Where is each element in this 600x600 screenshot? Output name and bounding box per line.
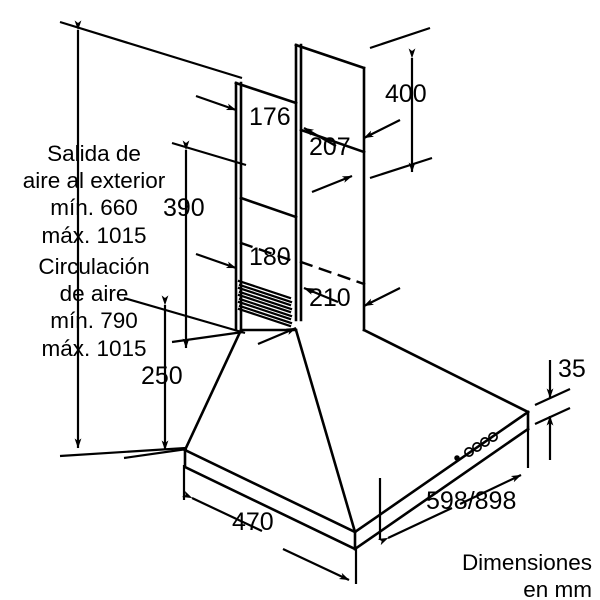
dimension-label-chimney-lower-height: 390 <box>163 194 205 222</box>
note-salida-aire-exterior: Salida de aire al exterior mín. 660 máx.… <box>6 140 182 249</box>
dimension-lines <box>59 20 571 584</box>
note-circulacion-de-aire: Circulación de aire mín. 790 máx. 1015 <box>6 253 182 362</box>
dimension-label-chimney-upper-height: 400 <box>385 80 427 108</box>
note-line: aire al exterior <box>22 168 166 194</box>
dimension-label-canopy-depth: 470 <box>232 508 274 536</box>
note-line: mín. 660 <box>50 195 138 221</box>
dimension-label-canopy-width: 598/898 <box>426 487 517 515</box>
units-note-line: Dimensiones <box>461 550 592 575</box>
dimension-label-canopy-height: 250 <box>141 362 183 390</box>
hood-geometry <box>183 43 530 551</box>
note-line: Circulación <box>38 254 150 279</box>
note-line: Salida de <box>47 141 141 166</box>
note-line: máx. 1015 <box>41 335 147 361</box>
dimension-label-canopy-edge-thickness: 35 <box>558 355 586 383</box>
note-line: mín. 790 <box>50 308 138 334</box>
dimension-label-chimney-upper-width: 176 <box>249 103 291 131</box>
note-line: máx. 1015 <box>41 222 147 248</box>
dimension-label-chimney-upper-depth: 207 <box>309 133 351 161</box>
vent-grille <box>237 279 293 328</box>
note-line: de aire <box>59 281 129 307</box>
dimension-label-chimney-lower-depth: 210 <box>309 284 351 312</box>
units-note-line: en mm <box>523 577 592 600</box>
control-panel <box>454 432 498 461</box>
dimension-label-chimney-lower-width: 180 <box>249 243 291 271</box>
units-note: Dimensiones en mm <box>400 549 592 600</box>
